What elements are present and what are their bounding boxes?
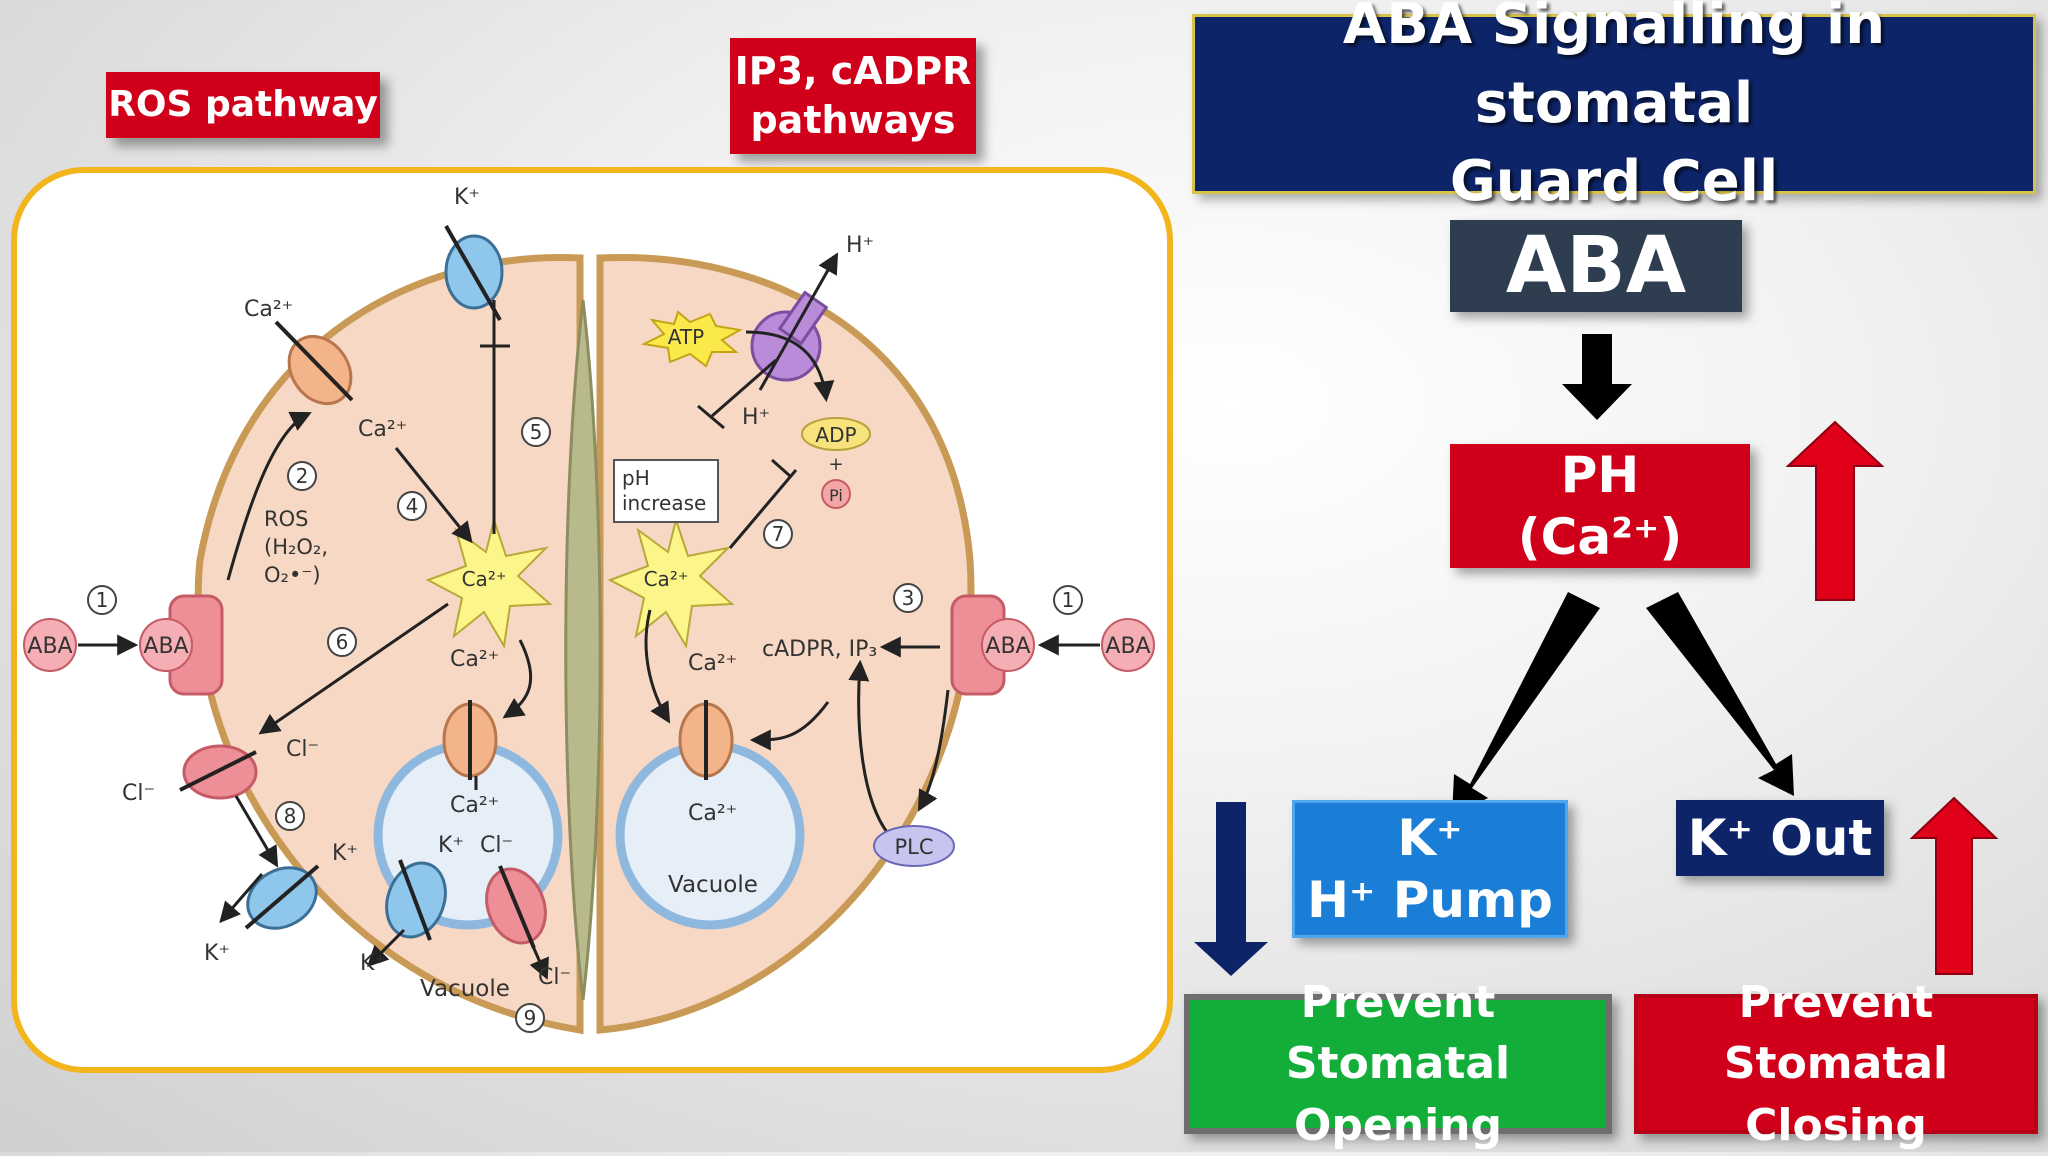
ph-box-line2: (Ca²⁺) [1517,508,1683,566]
h-out-label: H⁺ [846,233,874,258]
black-arrow-right-icon [1646,592,1794,796]
ca-channel-vacuole-right [678,700,734,780]
kh-line1: K⁺ [1397,808,1463,867]
step-4: 4 [406,494,419,518]
cadpr-label: cADPR, IP₃ [762,637,877,662]
ca-vac-left-bottom: Ca²⁺ [450,793,499,818]
ros-label-1: ROS [264,507,308,531]
title-line1: ABA Signalling in stomatal [1342,0,1886,136]
plc-text: PLC [894,835,933,859]
stomatal-pore [564,299,602,1001]
cl-channel-left [179,744,258,800]
prevent-opening-line2: Stomatal Opening [1285,1038,1511,1151]
aba-text-4: ABA [1105,634,1150,659]
step-2: 2 [296,464,309,488]
step-8: 8 [284,804,297,828]
ca-channel-left [274,320,354,406]
vacuole-right-label: Vacuole [668,872,758,898]
adp-text: ADP [815,423,856,447]
up-arrow-red-1-icon [1785,420,1885,601]
ros-label-2: (H₂O₂, [264,535,328,559]
aba-text-1: ABA [27,634,72,659]
aba-molecule-right [1101,618,1155,672]
h-atpase-pump [750,252,839,391]
ca-vac-right-bottom: Ca²⁺ [688,801,737,826]
aba-down-arrow-icon [1562,334,1632,420]
aba-box-text: ABA [1505,221,1687,311]
ph-increase-box [613,459,719,523]
aba-text-3: ABA [985,634,1030,659]
aba-molecule-left [23,618,77,672]
aba-text-2: ABA [143,634,188,659]
k-channel-vacuole [385,859,447,941]
plc-oval [873,825,955,867]
step-1-left: 1 [96,588,109,612]
adp-oval [801,417,871,451]
kh-line2: H⁺ Pump [1307,871,1553,929]
black-arrow-left-icon [1452,592,1600,816]
prevent-closing-line1: Prevent [1738,976,1934,1028]
k-channel-top [444,225,504,321]
ip3-tag-line1: IP3, cADPR [734,48,972,93]
ca-channel-vacuole-left [442,700,498,780]
h-in-label: H⁺ [742,405,770,430]
k-vac-label: K⁺ [438,833,464,858]
pi-circle [821,479,851,509]
ph-box: PH (Ca²⁺) [1450,444,1750,568]
cl-vac-out-label: Cl⁻ [538,965,571,990]
aba-bound-left [139,618,193,672]
step-7: 7 [772,522,785,546]
ca-burst-left-label: Ca²⁺ [462,567,507,591]
prevent-opening-line1: Prevent [1300,976,1496,1028]
ca-vac-right-top: Ca²⁺ [688,651,737,676]
ca-vac-left-top: Ca²⁺ [450,647,499,672]
prevent-closing-box: Prevent Stomatal Closing [1634,977,2038,1151]
ca-burst-right-label: Ca²⁺ [644,567,689,591]
kh-pump-box: K⁺ H⁺ Pump [1292,800,1568,938]
k-out-text: K⁺ Out [1687,809,1873,867]
down-arrow-navy-icon [1194,802,1268,976]
pi-text: Pi [829,486,843,505]
title-line2: Guard Cell [1449,149,1779,215]
atp-text: ATP [668,325,704,349]
cl-label-2: Cl⁻ [122,781,155,806]
ros-label-3: O₂•⁻) [264,563,321,587]
atp-burst [640,310,743,368]
aba-bound-right [981,618,1035,672]
ip3-pathway-tag: IP3, cADPR pathways [730,38,976,154]
step-6: 6 [336,630,349,654]
ph-box-line1: PH [1560,445,1640,504]
k-channel-bottom [244,864,320,930]
cl-label-1: Cl⁻ [286,737,319,762]
ph-box-line1: pH [622,466,650,490]
ph-box-line2: increase [622,491,706,515]
prevent-closing-line2: Stomatal Closing [1723,1038,1949,1151]
step-5: 5 [530,420,543,444]
step-9: 9 [524,1006,537,1030]
ca-inside-label: Ca²⁺ [358,417,407,442]
cl-channel-vacuole [485,865,547,949]
step-markers: 1 1 2 3 4 5 6 7 8 9 [87,417,1083,1033]
step-3: 3 [902,586,915,610]
step-1-right: 1 [1062,588,1075,612]
ros-pathway-text: ROS pathway [108,83,378,125]
aba-box: ABA [1450,220,1742,312]
k-label-1: K⁺ [332,841,358,866]
page-title: ABA Signalling in stomatal Guard Cell [1192,0,2036,214]
cl-vac-label: Cl⁻ [480,833,513,858]
up-arrow-red-2-icon [1909,796,1999,975]
prevent-opening-box: Prevent Stomatal Opening [1184,977,1612,1151]
guard-cell-diagram: ABA ABA ABA ABA [11,167,1173,1073]
ca-burst-right [607,516,735,649]
ip3-tag-line2: pathways [750,98,956,142]
vacuole-left-label: Vacuole [420,976,510,1002]
k-vac-out-label: K⁺ [360,951,386,976]
ca-outside-label: Ca²⁺ [244,297,293,322]
k-out-box: K⁺ Out [1676,800,1884,876]
k-top-label: K⁺ [454,185,480,210]
k-label-2: K⁺ [204,941,230,966]
adp-plus: + [828,454,843,475]
ros-pathway-tag: ROS pathway [106,72,380,138]
flow-arrows [1194,334,1999,976]
